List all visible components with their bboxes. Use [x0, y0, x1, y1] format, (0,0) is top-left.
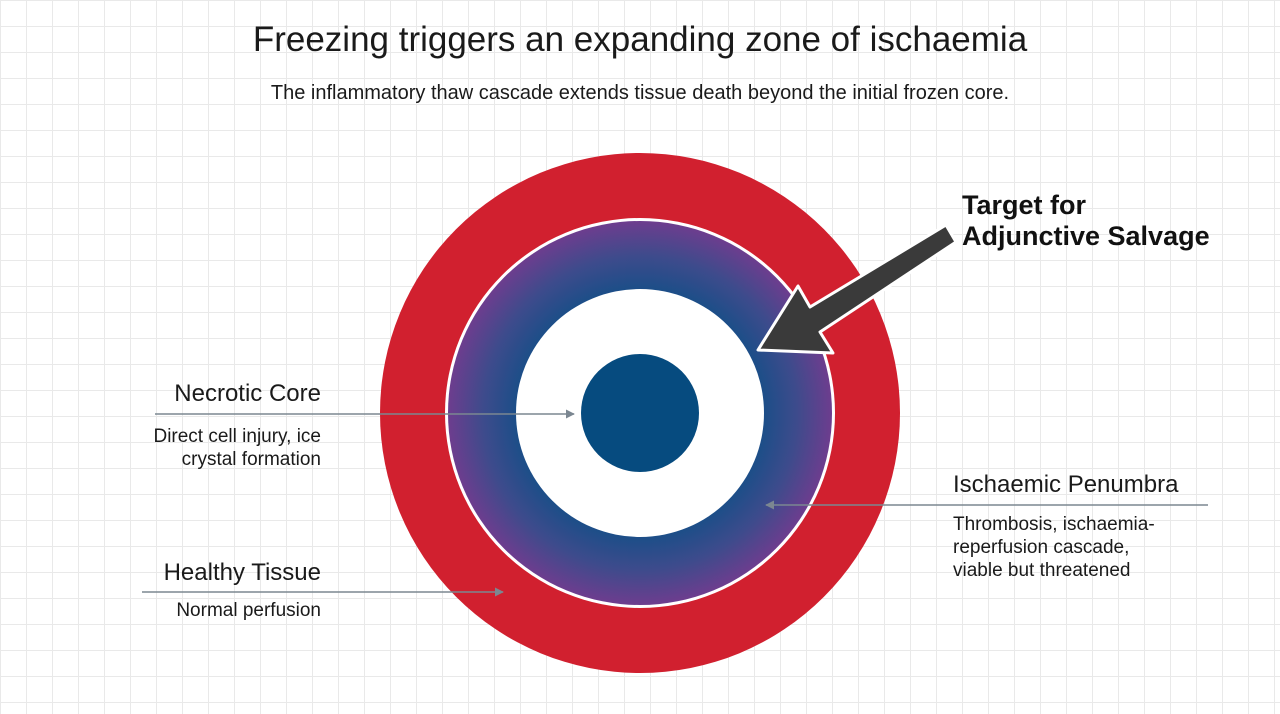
ischaemic-penumbra-description: Thrombosis, ischaemia- reperfusion casca…: [953, 513, 1155, 582]
necrotic-core-label: Necrotic Core: [174, 380, 321, 407]
penumbra-desc-line-1: Thrombosis, ischaemia-: [953, 514, 1155, 535]
necrotic-core-description: Direct cell injury, ice crystal formatio…: [153, 425, 321, 471]
diagram-title: Freezing triggers an expanding zone of i…: [252, 20, 1028, 59]
ischaemic-penumbra-label: Ischaemic Penumbra: [953, 471, 1179, 498]
diagram-subtitle: The inflammatory thaw cascade extends ti…: [270, 82, 1010, 104]
healthy-tissue-description: Normal perfusion: [176, 599, 321, 622]
necrotic-core-desc-line-2: crystal formation: [181, 449, 321, 470]
callout-arrow-icon: [756, 223, 958, 355]
penumbra-desc-line-3: viable but threatened: [953, 560, 1131, 581]
healthy-tissue-desc-line-1: Normal perfusion: [176, 600, 321, 621]
callout-line-2: Adjunctive Salvage: [962, 221, 1210, 251]
necrotic-core-zone: [581, 354, 699, 472]
salvage-target-callout: Target for Adjunctive Salvage: [962, 190, 1210, 252]
penumbra-desc-line-2: reperfusion cascade,: [953, 537, 1130, 558]
healthy-tissue-label: Healthy Tissue: [163, 559, 321, 586]
necrotic-core-desc-line-1: Direct cell injury, ice: [153, 426, 321, 447]
callout-line-1: Target for: [962, 190, 1087, 220]
